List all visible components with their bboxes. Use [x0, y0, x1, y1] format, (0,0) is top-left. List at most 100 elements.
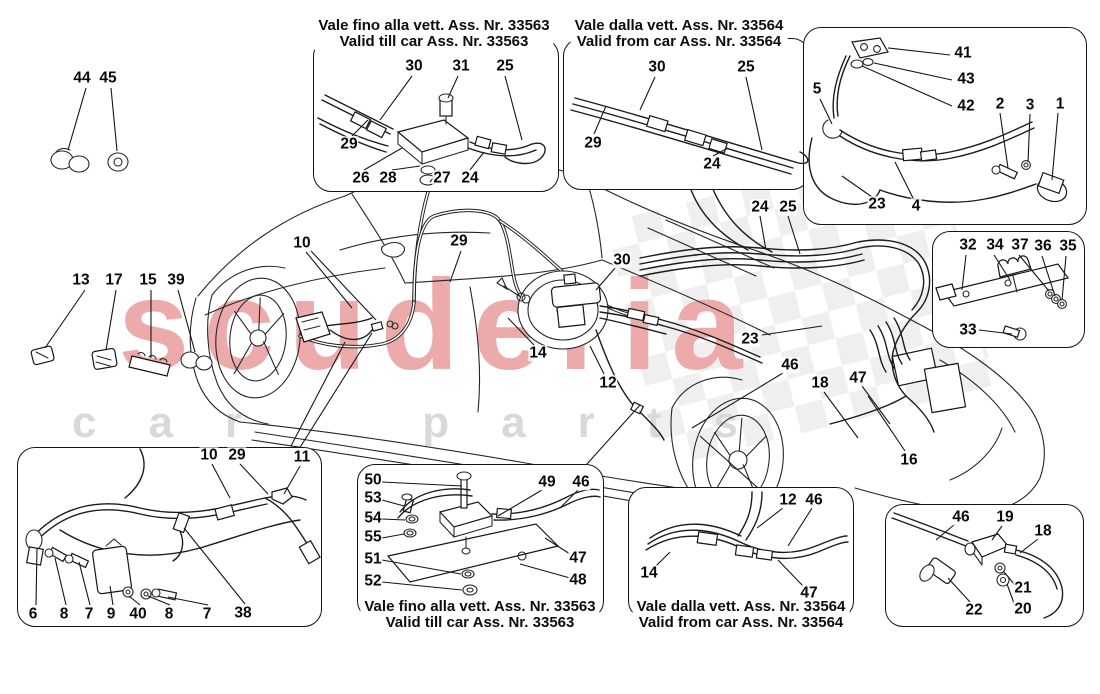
callout-25[interactable]: 25 [736, 58, 756, 76]
brake-lines [290, 186, 967, 489]
callout-49[interactable]: 49 [537, 473, 557, 491]
caption-line-english: Valid till car Ass. Nr. 33563 [385, 614, 575, 632]
callout-3[interactable]: 3 [1024, 96, 1036, 114]
callout-2[interactable]: 2 [994, 95, 1006, 113]
callout-50[interactable]: 50 [363, 471, 383, 489]
callout-10[interactable]: 10 [199, 446, 219, 464]
callout-46[interactable]: 46 [804, 491, 824, 509]
callout-25[interactable]: 25 [778, 198, 798, 216]
callout-55[interactable]: 55 [363, 528, 383, 546]
callout-8[interactable]: 8 [58, 605, 70, 623]
callout-23[interactable]: 23 [867, 195, 887, 213]
callout-16[interactable]: 16 [899, 451, 919, 469]
callout-23[interactable]: 23 [740, 330, 760, 348]
callout-10[interactable]: 10 [292, 234, 312, 252]
callout-6[interactable]: 6 [27, 605, 39, 623]
main-callout-leaders [305, 215, 906, 452]
callout-18[interactable]: 18 [1033, 522, 1053, 540]
caption-valid-till-33563-top: Vale fino alla vett. Ass. Nr. 33563 Vali… [314, 17, 554, 51]
callout-51[interactable]: 51 [363, 550, 383, 568]
callout-1[interactable]: 1 [1054, 95, 1066, 113]
callout-44[interactable]: 44 [72, 69, 92, 87]
callout-34[interactable]: 34 [985, 236, 1005, 254]
callout-53[interactable]: 53 [363, 489, 383, 507]
caption-line-english: Valid till car Ass. Nr. 33563 [339, 33, 529, 51]
box8-sketch [891, 512, 1064, 619]
callout-46[interactable]: 46 [780, 356, 800, 374]
callout-18[interactable]: 18 [810, 374, 830, 392]
callout-24[interactable]: 24 [460, 169, 480, 187]
caption-line-english: Valid from car Ass. Nr. 33564 [576, 33, 782, 51]
caption-valid-till-33563-bottom: Vale fino alla vett. Ass. Nr. 33563 Vali… [360, 598, 600, 632]
box3-sketch [808, 37, 1068, 205]
callout-52[interactable]: 52 [363, 572, 383, 590]
callout-26[interactable]: 26 [351, 169, 371, 187]
box1-sketch [317, 75, 546, 186]
caption-valid-from-33564-top: Vale dalla vett. Ass. Nr. 33564 Valid fr… [570, 17, 788, 51]
callout-31[interactable]: 31 [451, 57, 471, 75]
callout-42[interactable]: 42 [956, 97, 976, 115]
box5-sketch [25, 448, 321, 606]
callout-4[interactable]: 4 [910, 197, 922, 215]
callout-8[interactable]: 8 [163, 605, 175, 623]
callout-20[interactable]: 20 [1013, 600, 1033, 618]
loose-parts [30, 87, 213, 377]
callout-28[interactable]: 28 [378, 169, 398, 187]
box4-sketch [935, 254, 1070, 341]
caption-line-italian: Vale fino alla vett. Ass. Nr. 33563 [318, 17, 550, 34]
callout-15[interactable]: 15 [138, 271, 158, 289]
callout-14[interactable]: 14 [528, 344, 548, 362]
callout-17[interactable]: 17 [104, 271, 124, 289]
callout-39[interactable]: 39 [166, 271, 186, 289]
callout-9[interactable]: 9 [105, 605, 117, 623]
callout-7[interactable]: 7 [201, 605, 213, 623]
callout-24[interactable]: 24 [750, 198, 770, 216]
callout-41[interactable]: 41 [953, 44, 973, 62]
callout-27[interactable]: 27 [432, 169, 452, 187]
callout-12[interactable]: 12 [598, 374, 618, 392]
box2-sketch [570, 76, 809, 175]
callout-37[interactable]: 37 [1010, 236, 1030, 254]
callout-40[interactable]: 40 [128, 605, 148, 623]
callout-33[interactable]: 33 [958, 321, 978, 339]
callout-19[interactable]: 19 [995, 508, 1015, 526]
callout-30[interactable]: 30 [647, 58, 667, 76]
box7-sketch [645, 491, 849, 587]
callout-29[interactable]: 29 [227, 446, 247, 464]
callout-24[interactable]: 24 [702, 155, 722, 173]
callout-14[interactable]: 14 [639, 564, 659, 582]
callout-30[interactable]: 30 [612, 251, 632, 269]
callout-36[interactable]: 36 [1033, 237, 1053, 255]
callout-22[interactable]: 22 [964, 601, 984, 619]
callout-46[interactable]: 46 [951, 508, 971, 526]
callout-45[interactable]: 45 [98, 69, 118, 87]
caption-line-italian: Vale dalla vett. Ass. Nr. 33564 [574, 17, 784, 34]
callout-11[interactable]: 11 [292, 448, 312, 466]
callout-21[interactable]: 21 [1013, 579, 1033, 597]
callout-5[interactable]: 5 [811, 80, 823, 98]
callout-29[interactable]: 29 [339, 135, 359, 153]
callout-30[interactable]: 30 [404, 57, 424, 75]
callout-12[interactable]: 12 [778, 491, 798, 509]
watermark-brand-secondary: car parts [72, 398, 790, 447]
callout-7[interactable]: 7 [83, 605, 95, 623]
callout-35[interactable]: 35 [1058, 237, 1078, 255]
callout-47[interactable]: 47 [799, 584, 819, 602]
callout-46[interactable]: 46 [571, 473, 591, 491]
callout-47[interactable]: 47 [568, 549, 588, 567]
box6-sketch [381, 471, 601, 596]
callout-47[interactable]: 47 [848, 369, 868, 387]
callout-38[interactable]: 38 [233, 604, 253, 622]
callout-25[interactable]: 25 [495, 57, 515, 75]
callout-13[interactable]: 13 [71, 271, 91, 289]
callout-43[interactable]: 43 [956, 70, 976, 88]
callout-48[interactable]: 48 [568, 571, 588, 589]
callout-29[interactable]: 29 [583, 134, 603, 152]
callout-54[interactable]: 54 [363, 509, 383, 527]
caption-line-english: Valid from car Ass. Nr. 33564 [638, 614, 844, 632]
callout-32[interactable]: 32 [958, 236, 978, 254]
callout-29[interactable]: 29 [449, 232, 469, 250]
